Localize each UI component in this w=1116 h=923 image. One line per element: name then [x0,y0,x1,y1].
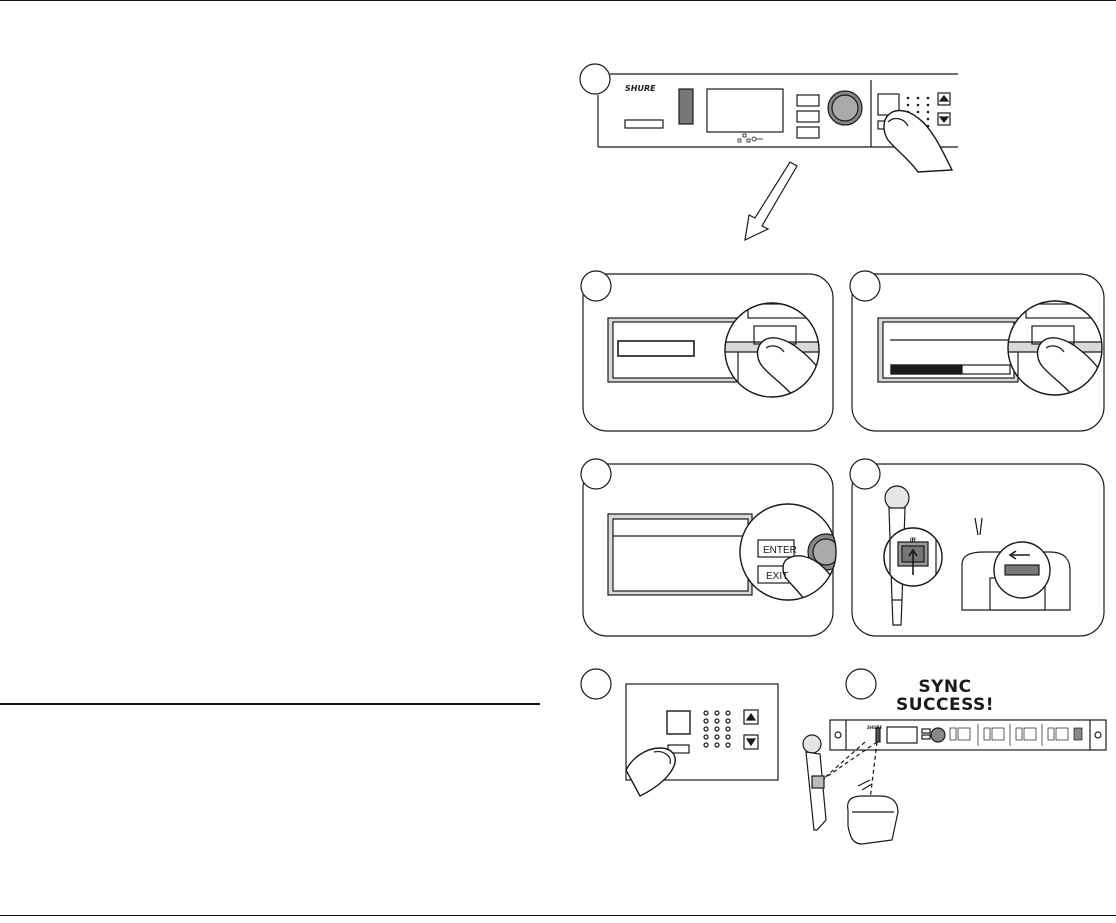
step-4-badge [581,459,611,489]
enter-label: ENTER [763,545,797,556]
step-6-badge [581,669,611,699]
step-3-panel [850,271,1115,431]
lcd-screen [707,89,783,132]
sync-line-2: SUCCESS! [875,696,1015,714]
step-1-receiver-panel [580,64,958,172]
shure-logo-rack: SHURE [867,725,883,730]
microphone-icon-7 [803,735,821,753]
step-5-panel [850,459,1104,636]
led-meter [679,89,693,124]
step-4-panel [581,459,846,636]
progress-fill [891,365,962,374]
shure-logo: SHURE [625,84,656,93]
step-5-badge [850,459,880,489]
step-7-badge [846,669,876,699]
sync-line-1: SYNC [875,678,1015,696]
sync-success-caption: SYNC SUCCESS! [875,678,1015,714]
step-6-panel [581,669,778,796]
bodypack-icon-7 [848,796,898,844]
down-arrow-icon [745,162,797,240]
ir-label: IR [910,538,917,544]
step-3-badge [850,271,880,301]
exit-label: EXIT [766,571,788,582]
step-2-panel [581,271,834,431]
step-1-badge [580,64,610,94]
microphone-icon [885,486,909,510]
step-2-badge [581,271,611,301]
